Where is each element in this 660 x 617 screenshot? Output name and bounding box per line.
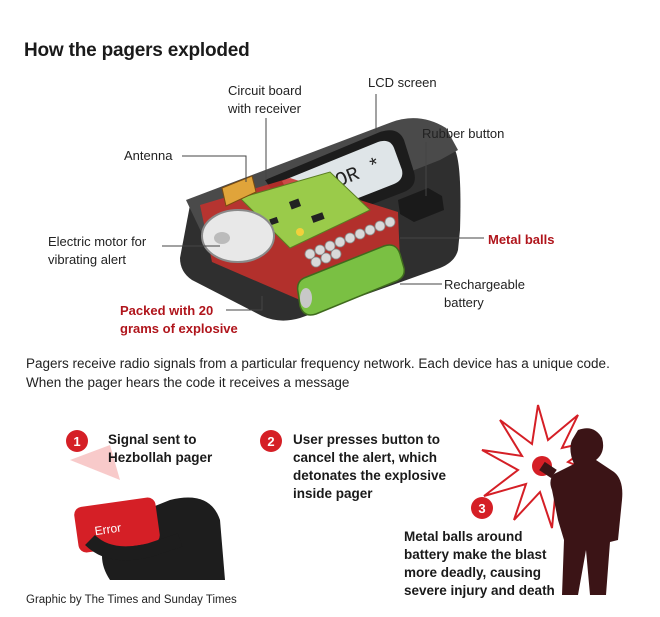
step-1-text: Signal sent to Hezbollah pager — [108, 432, 213, 465]
hand-with-pager-illustration: Error — [70, 445, 225, 580]
label-rechargeable-battery: Rechargeable battery — [444, 277, 525, 310]
battery — [296, 244, 406, 316]
label-lcd-screen: LCD screen — [368, 75, 437, 90]
label-metal-balls: Metal balls — [488, 232, 555, 247]
label-rubber-button: Rubber button — [422, 126, 505, 141]
step-3-badge: 3 — [471, 497, 493, 519]
label-electric-motor: Electric motor for vibrating alert — [48, 234, 147, 267]
label-explosive: Packed with 20 grams of explosive — [120, 303, 238, 336]
watermark: 网易号 | 十三级台阶 — [515, 595, 630, 610]
rubber-button-shape — [398, 188, 444, 222]
label-circuit-board: Circuit board with receiver — [228, 83, 302, 116]
credit-line: Graphic by The Times and Sunday Times — [26, 594, 237, 606]
motor — [201, 209, 275, 263]
pager-screen-text: Error — [94, 521, 122, 539]
intro-paragraph: Pagers receive radio signals from a part… — [26, 356, 610, 390]
step-1-badge: 1 — [66, 430, 88, 452]
step-2-text: User presses button to cancel the alert,… — [293, 432, 447, 501]
step-3-text: Metal balls around battery make the blas… — [404, 529, 555, 598]
silhouette — [550, 428, 623, 595]
pager-diagram: RROR * — [162, 94, 484, 321]
explosion-figure-illustration — [481, 404, 623, 595]
label-antenna: Antenna — [124, 148, 173, 163]
metal-balls — [304, 216, 396, 268]
step-2-badge: 2 — [260, 430, 282, 452]
page-title: How the pagers exploded — [24, 40, 250, 61]
antenna-coil — [221, 175, 257, 207]
